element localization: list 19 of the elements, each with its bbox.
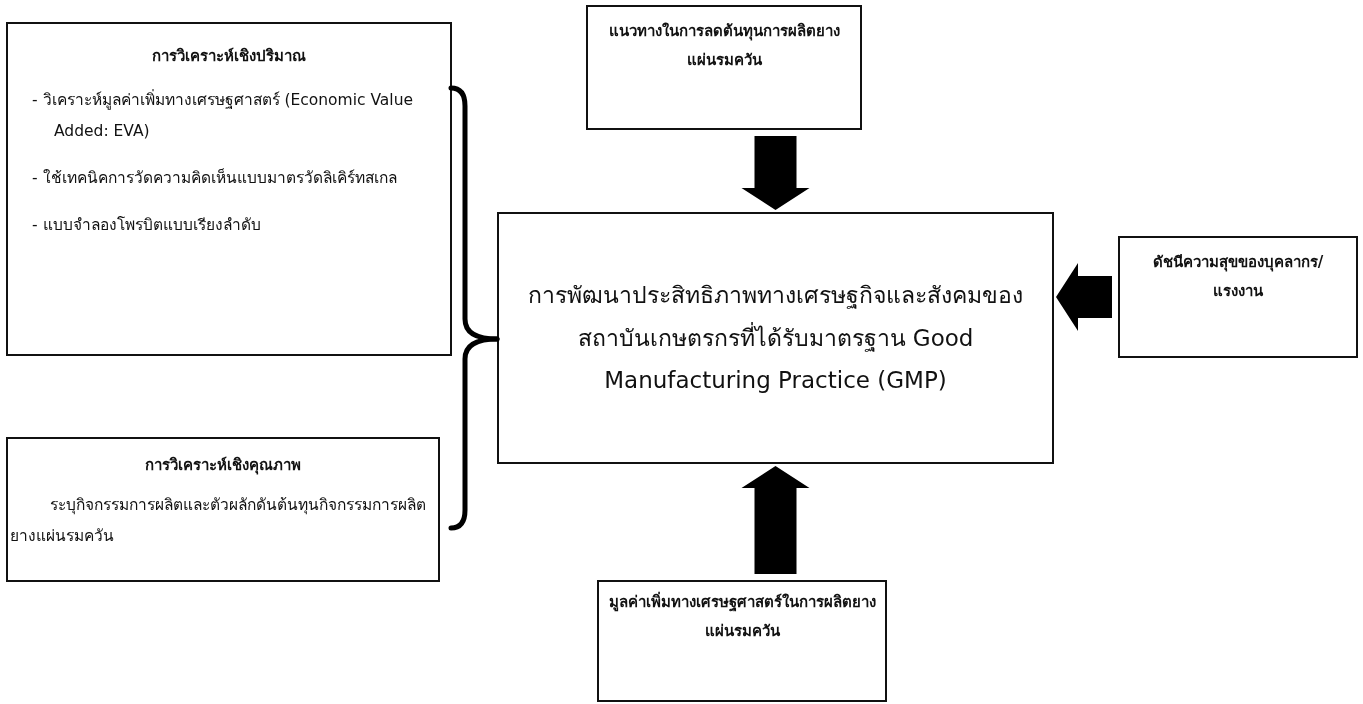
text-box — [597, 580, 887, 702]
box-text: มูลค่าเพิ่มทางเศรษฐศาสตร์ในการผลิตยางแผ่นรมควัน — [607, 590, 877, 642]
box-text: ระบุกิจกรรมการผลิตและตัวผลักดันต้นทุนกิจกรรมการผลิตยางแผ่นรมควัน — [10, 494, 427, 547]
block-arrow — [741, 136, 810, 210]
text-box — [6, 22, 452, 356]
text-box — [497, 212, 1054, 464]
text-box — [6, 437, 440, 582]
box-text: แนวทางในการลดต้นทุนการผลิตยางแผ่นรมควัน — [607, 21, 841, 71]
text-box — [586, 5, 862, 130]
text-box — [1118, 236, 1358, 358]
block-arrow — [741, 466, 810, 574]
bullet-text: - แบบจำลองโพรบิตแบบเรียงลำดับ — [32, 214, 262, 236]
box-heading: การวิเคราะห์เชิงปริมาณ — [151, 46, 307, 67]
bullet-text: - วิเคราะห์มูลค่าเพิ่มทางเศรษฐศาสตร์ (Economic Value Added: EVA) — [32, 88, 415, 142]
box-text: ดัชนีความสุขของบุคลากร/แรงงาน — [1151, 252, 1325, 302]
box-heading: การวิเคราะห์เชิงคุณภาพ — [144, 455, 302, 477]
block-arrow — [1056, 263, 1112, 331]
bullet-text: - ใช้เทคนิคการวัดความคิดเห็นแบบมาตรวัดลิเคิร์ทสเกล — [32, 167, 398, 189]
box-text: การพัฒนาประสิทธิภาพทางเศรษฐกิจและสังคมของสถาบันเกษตรกรที่ได้รับมาตรฐาน Good Manufacturing Practice (GMP) — [527, 281, 1024, 396]
